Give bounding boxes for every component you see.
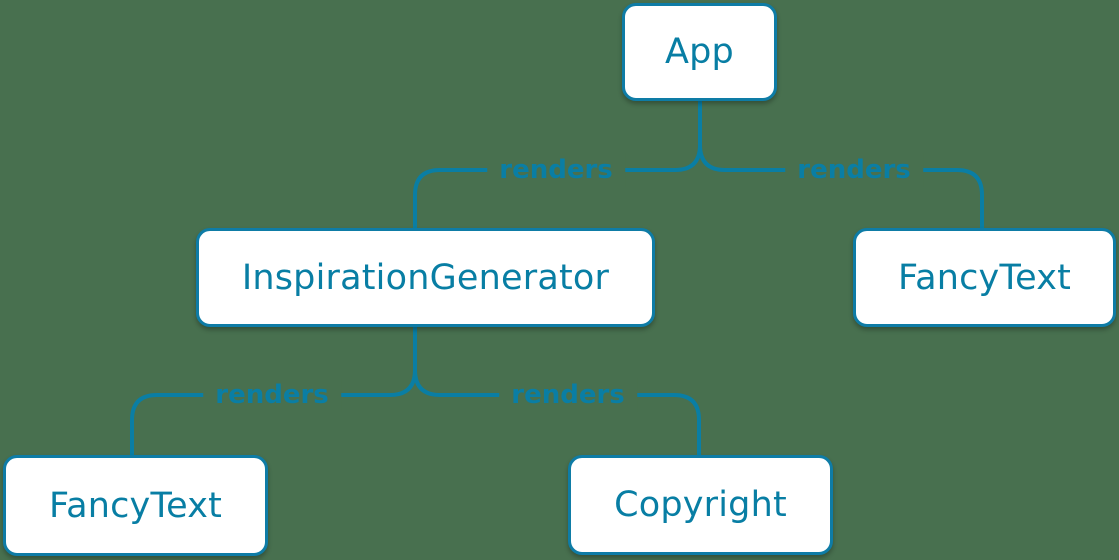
node-fancy-text-top: FancyText (853, 228, 1116, 327)
edge-label-renders-inspiration-copyright: renders (499, 378, 637, 412)
node-inspiration-generator-label: InspirationGenerator (241, 257, 610, 298)
node-fancy-text-bottom-label: FancyText (48, 485, 223, 526)
edge-label-renders-inspiration-fancy-text: renders (203, 378, 341, 412)
edge-label-renders-app-inspiration: renders (487, 153, 625, 187)
edge-label-renders-app-fancy-text: renders (785, 153, 923, 187)
node-fancy-text-bottom: FancyText (3, 455, 268, 556)
node-app-label: App (665, 32, 734, 72)
node-copyright: Copyright (568, 455, 833, 555)
node-fancy-text-top-label: FancyText (897, 257, 1072, 298)
node-copyright-label: Copyright (614, 485, 787, 525)
node-inspiration-generator: InspirationGenerator (196, 228, 655, 327)
node-app: App (622, 3, 777, 101)
